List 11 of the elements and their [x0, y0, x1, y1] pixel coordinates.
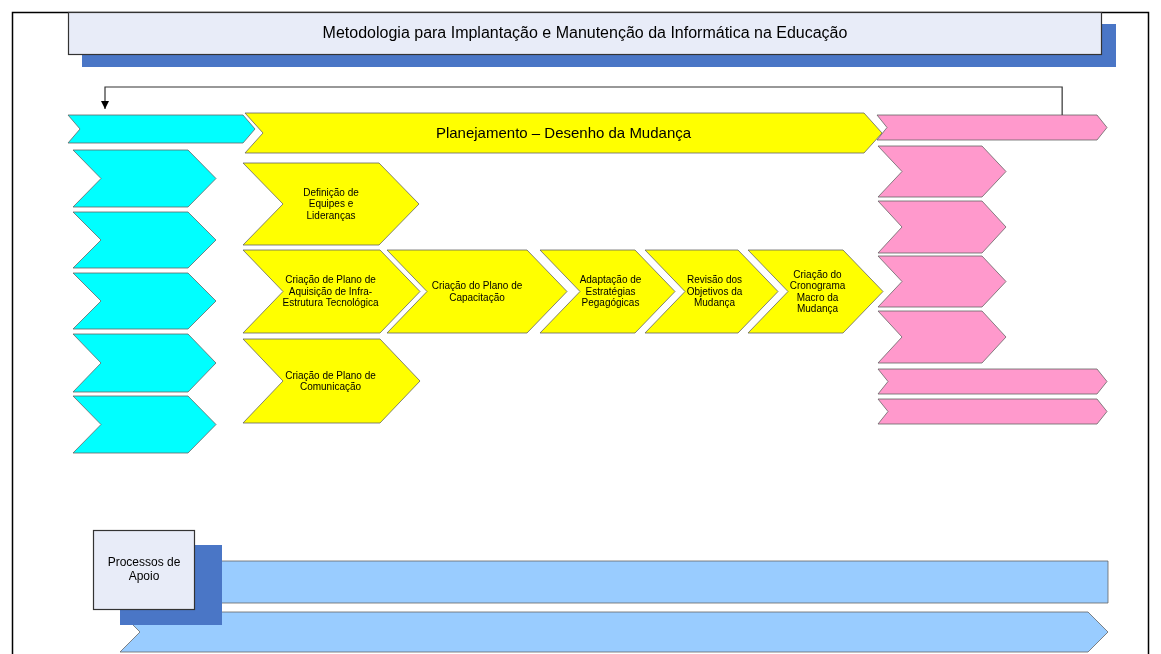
- step-label: Definição de Equipes e Lideranças: [302, 186, 360, 222]
- step-label: Criação de Plano de Aquisição de Infra-Estrutura Tecnológica: [281, 274, 380, 309]
- step-label: Adaptação de Estratégias Pegagógicas: [578, 274, 643, 309]
- feedback-arrow: [100, 86, 1063, 116]
- step-label: Revisão dos Objetivos da Mudança: [685, 274, 744, 309]
- step-label: Processos de Apoio: [106, 556, 182, 584]
- step-label: Criação de Plano de Comunicação: [284, 369, 377, 393]
- step-label: Criação do Cronograma Macro da Mudança: [788, 268, 847, 315]
- phase-label: Planejamento – Desenho da Mudança: [435, 124, 692, 142]
- step-label: Criação do Plano de Capacitação: [431, 280, 523, 303]
- box-label: Metodologia para Implantação e Manutenção da Informática na Educação: [322, 24, 848, 43]
